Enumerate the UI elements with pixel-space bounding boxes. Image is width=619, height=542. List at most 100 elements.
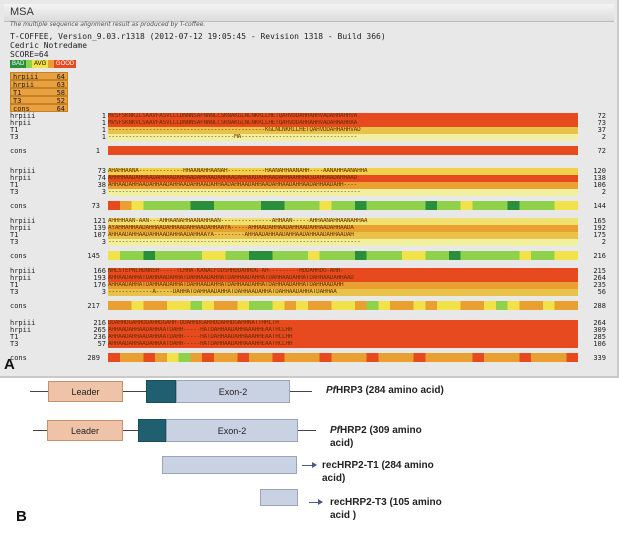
score-value: 64 xyxy=(56,105,65,113)
sequence-text: ----------------------------------------… xyxy=(108,189,361,195)
sequence-row: AHHAADAHHAADAHHAADAHHAADAHHAADAHHAADAHHA… xyxy=(108,182,578,189)
seq-name: T3 xyxy=(10,288,19,296)
score-seq-name: T1 xyxy=(13,89,22,97)
seq-name: hrpiii xyxy=(10,319,36,327)
score-row: T1 58 xyxy=(10,88,68,97)
gene-name: HRP2 (309 amino xyxy=(340,425,422,436)
score-value: 64 xyxy=(56,73,65,81)
seq-start: 139 xyxy=(93,224,106,232)
gene-name-cont: acid) xyxy=(330,438,354,449)
seq-name: T1 xyxy=(10,126,19,134)
sequence-text: AHHAADAHHATDAHHAADAHHATDAHHAADAHHATDAHHA… xyxy=(108,275,354,281)
sequence-row: AHHAADAHHAADAHHAATDAHH-----HATDAHHAADAHH… xyxy=(108,327,578,334)
construct-box-t3 xyxy=(260,489,298,506)
exon2-label: Exon-2 xyxy=(218,386,248,397)
sequence-text: MVSFSKNKVLSAAVFASVLLLDNNNSAFNNNLCSKNAKGL… xyxy=(108,120,358,126)
sequence-text: NHLSTEPNLHDNNSH-----TLHHA-KANACFDDSHHDDA… xyxy=(108,268,344,274)
sequence-text: AHHAADAHHAADAHHAADAHHAADAHHAAYA---------… xyxy=(108,232,354,238)
seq-start: 121 xyxy=(93,217,106,225)
score-seq-name: T3 xyxy=(13,97,22,105)
sequence-row: -------------------------------------MA-… xyxy=(108,134,578,141)
leader-label: Leader xyxy=(70,425,100,436)
cons-end: 144 xyxy=(593,202,606,210)
msa-title: MSA xyxy=(10,6,34,18)
seq-name: hrpii xyxy=(10,119,32,127)
score-row: cons 64 xyxy=(10,104,68,113)
construct-name: recHRP2-T3 (105 amino xyxy=(330,497,442,508)
sequence-text: DDAHHDGAHHDDAHHDGAHH-DDAHHDGAHHDDAHHDGAH… xyxy=(108,320,279,326)
sequence-row: AHHAADAHHAADAHHAATDAHH-----HATDAHHAADAHH… xyxy=(108,334,578,341)
score-value: 58 xyxy=(56,89,65,97)
score-seq-name: cons xyxy=(13,105,30,113)
consensus-bar xyxy=(108,251,578,260)
sequence-text: AYAHHAHHAADAHHAADAHHAADAHHAADAHHAAYA----… xyxy=(108,225,354,231)
seq-start: 38 xyxy=(97,181,106,189)
seq-end: 37 xyxy=(597,126,606,134)
seq-end: 264 xyxy=(593,319,606,327)
seq-end: 106 xyxy=(593,181,606,189)
seq-start: 3 xyxy=(101,238,106,246)
construct-box-t1 xyxy=(162,456,297,474)
seq-start: 3 xyxy=(101,188,106,196)
seq-name: T1 xyxy=(10,181,19,189)
sequence-text: AHHHHAADAHHAADAHHAADAHHAADAHHAADAHHAADAH… xyxy=(108,175,358,181)
construct-name-cont: acid ) xyxy=(330,510,357,521)
sequence-text: -------------------------------------MA-… xyxy=(108,134,358,140)
panel-label-b: B xyxy=(16,508,27,525)
seq-start: 1 xyxy=(101,126,106,134)
seq-name: hrpii xyxy=(10,224,32,232)
seq-start: 107 xyxy=(93,231,106,239)
cons-label: cons xyxy=(10,302,27,310)
score-seq-name: hrpii xyxy=(13,81,35,89)
seq-start: 193 xyxy=(93,274,106,282)
seq-name: hrpiii xyxy=(10,267,36,275)
sequence-row: AHHHHAADAHHAADAHHAADAHHAADAHHAADAHHAADAH… xyxy=(108,175,578,182)
sequence-row: AHAHHAANA-------------HHAANAHHAANAH-----… xyxy=(108,168,578,175)
sequence-text: AHAHHAANA-------------HHAANAHHAANAH-----… xyxy=(108,168,368,174)
sequence-text: AHHAADAHHAADAHHAATDAHH-----HATDAHHAADAHH… xyxy=(108,327,293,333)
sequence-row: AHHHHAAN-AAN---AHHAANAHHAANAHHAAN-------… xyxy=(108,218,578,225)
cons-end: 72 xyxy=(597,147,606,155)
sequence-text: AHHAADAHHAADAHHAADAHHAADAHHAADAHHAADAHHA… xyxy=(108,182,358,188)
construct-label-t3: recHRP2-T3 (105 amino acid ) xyxy=(330,496,442,522)
sequence-row: AHHAADAHHATDAHHAADAHHATDAHHAADAHHATDAHHA… xyxy=(108,275,578,282)
gene-prefix: Pf xyxy=(326,385,336,396)
legend-swatch-low xyxy=(26,60,33,68)
sequence-row: ----------------------------------------… xyxy=(108,127,578,134)
seq-end: 285 xyxy=(593,333,606,341)
seq-start: 1 xyxy=(101,119,106,127)
intron-line-hrp2 xyxy=(123,430,138,431)
score-row: T3 52 xyxy=(10,96,68,105)
seq-start: 1 xyxy=(101,133,106,141)
score-line: SCORE=64 xyxy=(10,50,49,59)
cons-label: cons xyxy=(10,202,27,210)
seq-name: hrpii xyxy=(10,326,32,334)
seq-name: T1 xyxy=(10,281,19,289)
legend-avg: AVG xyxy=(32,60,49,68)
seq-end: 175 xyxy=(593,231,606,239)
legend-good: GOOD xyxy=(53,60,77,68)
seq-end: 138 xyxy=(593,174,606,182)
seq-name: hrpiii xyxy=(10,167,36,175)
score-value: 52 xyxy=(56,97,65,105)
legend-swatch-high xyxy=(48,60,54,68)
seq-name: hrpiii xyxy=(10,112,36,120)
seq-start: 166 xyxy=(93,267,106,275)
seq-name: T1 xyxy=(10,333,19,341)
sequence-row: NHLSTEPNLHDNNSH-----TLHHA-KANACFDDSHHDDA… xyxy=(108,268,578,275)
seq-name: T3 xyxy=(10,238,19,246)
seq-start: 73 xyxy=(97,167,106,175)
consensus-bar xyxy=(108,301,578,310)
sequence-row: MVSFSKNKVLSAAVFASVLLLDNNNSAFNNNLCSKNAKGL… xyxy=(108,120,578,127)
seq-name: T3 xyxy=(10,188,19,196)
score-value: 63 xyxy=(56,81,65,89)
gene-line-hrp3-left xyxy=(30,391,48,392)
intron-line-hrp3 xyxy=(123,391,146,392)
legend-bad: BAD xyxy=(10,60,27,68)
seq-end: 235 xyxy=(593,281,606,289)
leader-box-hrp2: Leader xyxy=(47,420,123,441)
exon-start-block-hrp3 xyxy=(146,380,176,403)
seq-end: 165 xyxy=(593,217,606,225)
seq-start: 57 xyxy=(97,340,106,348)
